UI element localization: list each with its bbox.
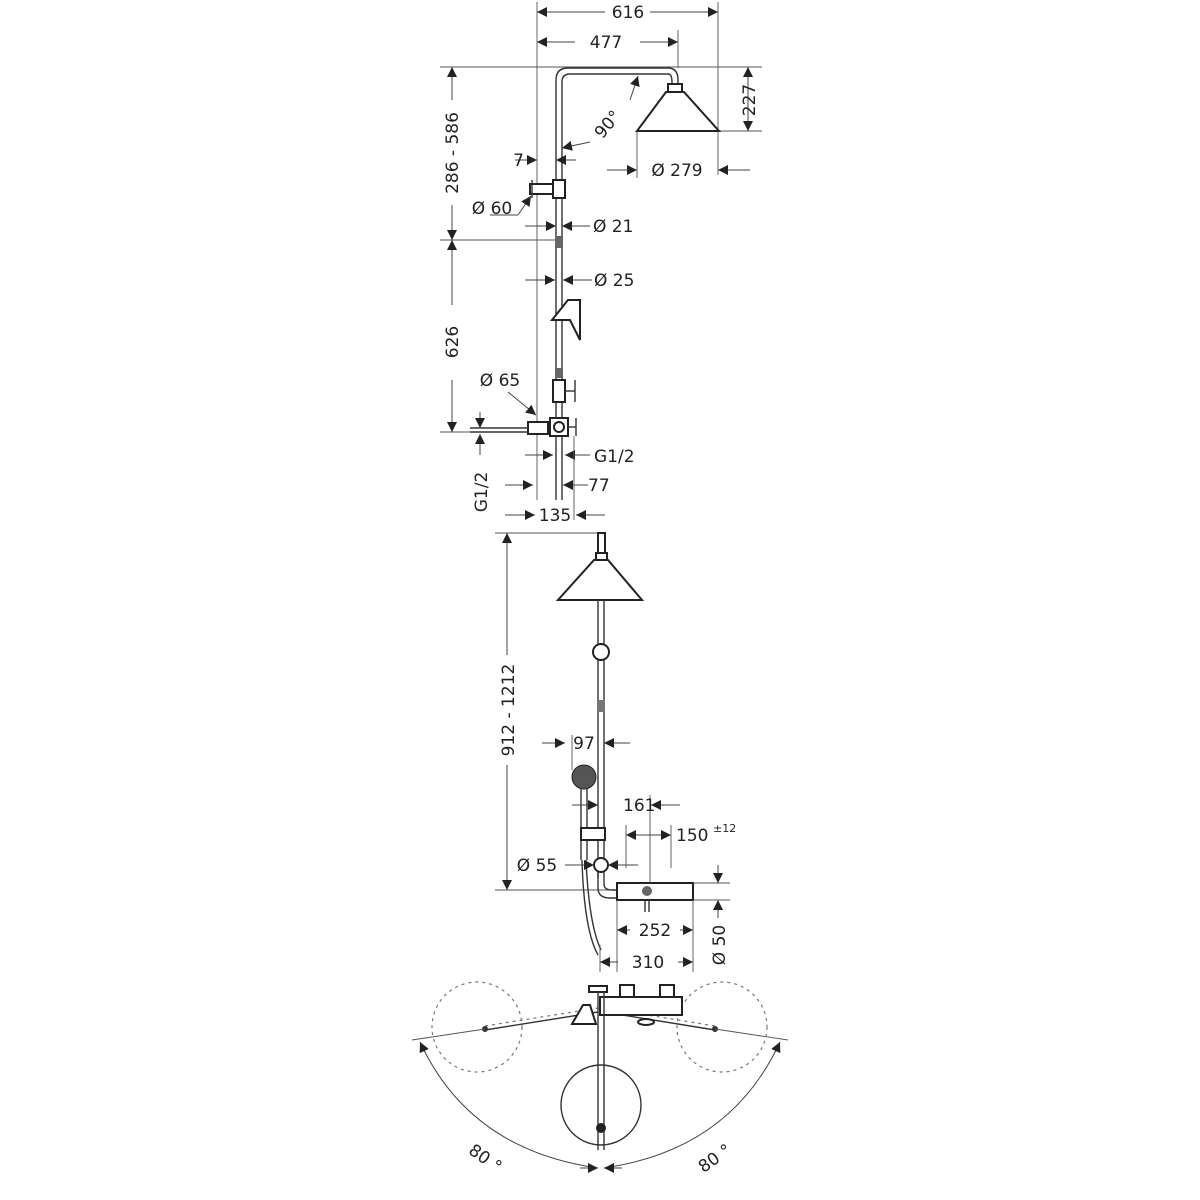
front-elevation-view: 912 - 1212 97 161 150 ±12 Ø 55 Ø 50 252 … [495,532,736,973]
dim-centre-distance: 150 [676,826,708,846]
dim-head-diameter: Ø 279 [651,161,702,181]
dim-97: 97 [573,734,595,754]
hand-shower [571,764,597,790]
dim-thread-vertical: G1/2 [472,472,492,513]
dim-lower-pipe-diameter: Ø 25 [594,271,634,291]
dim-valve-rosette-diameter: Ø 65 [480,371,520,391]
overhead-shower-plan [560,1064,642,1146]
head-connector [667,83,683,93]
dim-thread-horizontal: G1/2 [594,447,635,467]
diverter-valve [553,421,565,433]
dim-upper-pipe-diameter: Ø 21 [593,217,633,237]
dim-rosette-diameter: Ø 60 [472,199,512,219]
dim-centre-tolerance: ±12 [713,822,736,835]
plan-view: 80 ° 80 ° [411,981,789,1177]
dim-477: 477 [590,33,622,53]
dim-upper-height-range: 286 - 586 [443,112,463,194]
dim-height-range: 912 - 1212 [499,664,519,757]
dim-252: 252 [639,921,671,941]
dim-135: 135 [539,506,571,526]
wall-bracket [529,183,554,195]
swivel-range-left [431,981,523,1073]
overhead-shower-head-front [555,559,645,601]
dim-thermostat-diameter: Ø 50 [710,925,730,965]
dim-616: 616 [612,3,644,23]
dim-161: 161 [623,796,655,816]
dim-angle-90: 90° [591,107,626,143]
dim-77: 77 [588,476,610,496]
swivel-range-right [676,981,768,1073]
dim-626: 626 [443,326,463,358]
dim-227: 227 [740,84,760,116]
overhead-shower-head [635,91,722,132]
dim-310: 310 [632,953,664,973]
side-elevation-view: 616 477 227 90° 7 Ø 279 286 - 586 Ø 60 Ø… [440,2,762,526]
thermostat [616,882,694,901]
dim-7: 7 [513,151,524,171]
dim-connector-diameter: Ø 55 [517,856,557,876]
hand-shower-holder [549,299,581,341]
hand-shower-holder-front [580,827,606,841]
